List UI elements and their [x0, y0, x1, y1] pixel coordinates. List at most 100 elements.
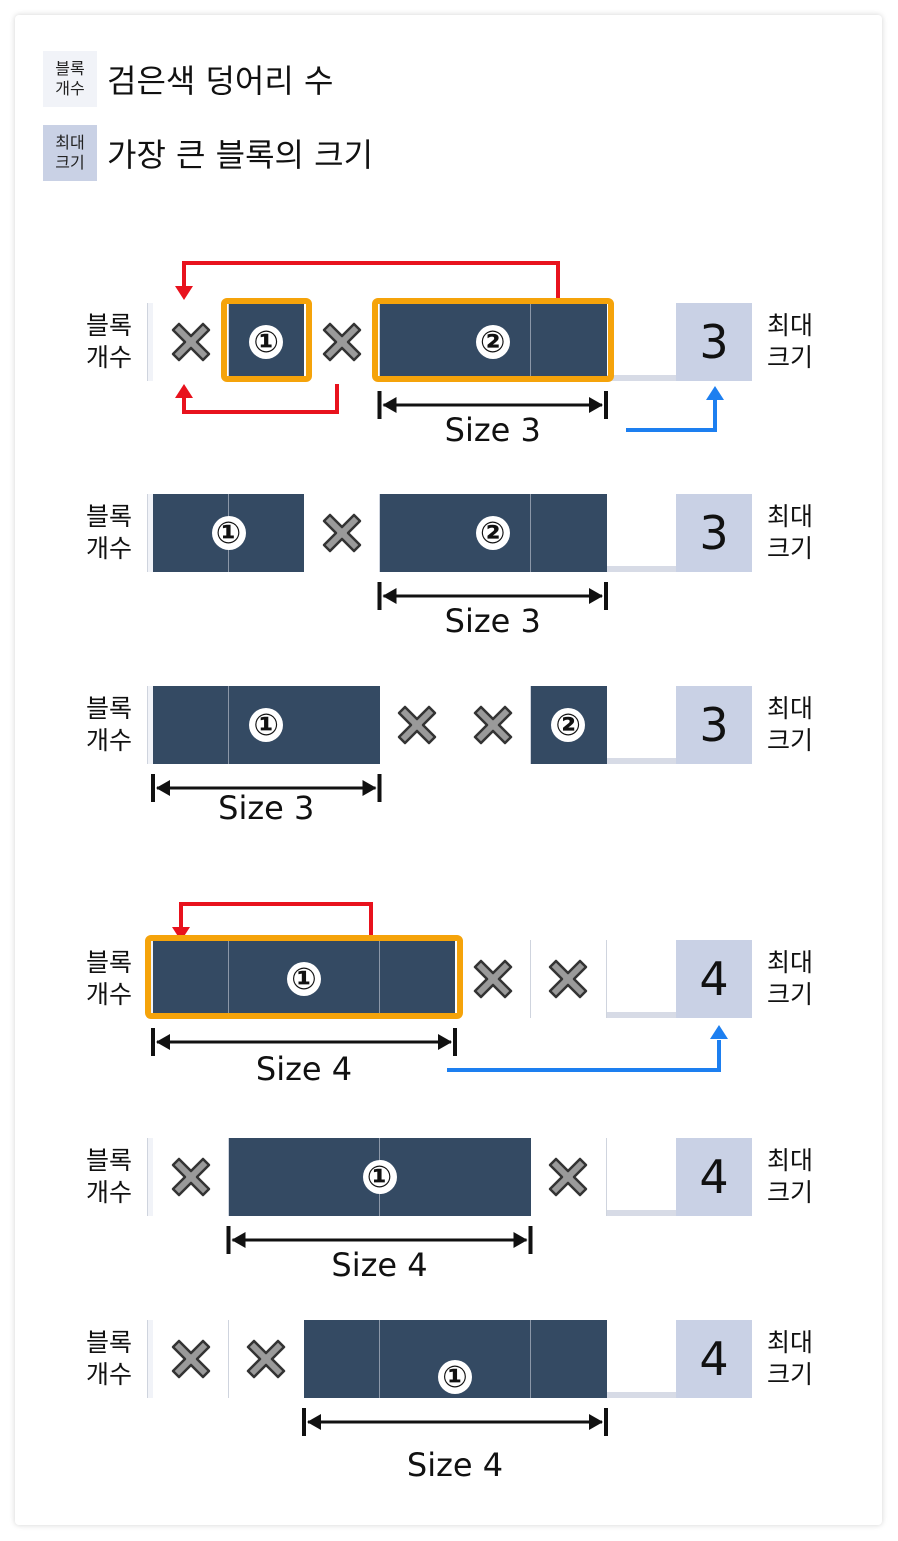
empty-cell [379, 686, 456, 764]
filled-cell [530, 494, 607, 572]
block-count-description: 검은색 덩어리 수 [107, 62, 334, 100]
empty-cell [304, 303, 380, 381]
block-number-text: ① [362, 1160, 397, 1195]
x-mark-icon [317, 317, 367, 367]
max-size-value: 4 [676, 1320, 752, 1398]
filled-cell [379, 940, 456, 1018]
group-label-holder: ① [284, 959, 324, 999]
highlight-frame [145, 935, 463, 1019]
size-label: Size 3 [218, 789, 315, 827]
label-line: 크기 [766, 1178, 813, 1207]
label-line: 블록 [85, 694, 132, 723]
block-number-badge: ① [435, 1357, 475, 1397]
x-mark-icon [241, 1334, 291, 1384]
block-number-badge: ① [284, 959, 324, 999]
label-line: 크기 [766, 726, 813, 755]
filled-cell [304, 1320, 380, 1398]
block-number-text: ① [287, 962, 321, 997]
block-number-text: ② [475, 516, 510, 551]
size-label: Size 3 [444, 411, 541, 449]
label-line: 크기 [766, 534, 813, 563]
block-row: 블록개수2①②3최대크기 [71, 686, 828, 764]
label-line: 최대 [766, 1328, 813, 1357]
empty-cell [530, 1138, 607, 1216]
badge-line: 크기 [55, 153, 85, 172]
block-number-text: ② [475, 325, 510, 360]
empty-cell [153, 303, 229, 381]
x-mark-icon [166, 1152, 216, 1202]
max-size-value: 4 [676, 1138, 752, 1216]
block-count-badge: 블록 개수 [43, 51, 97, 107]
highlight-frame [371, 298, 614, 382]
filled-cell [530, 303, 607, 381]
filled-cell [455, 1138, 531, 1216]
label-line: 블록 [85, 311, 132, 340]
group-label-holder: ① [246, 322, 286, 362]
empty-cell [228, 1320, 305, 1398]
label-line: 최대 [766, 311, 813, 340]
label-line: 크기 [766, 980, 813, 1009]
block-number-badge: ① [360, 1157, 400, 1197]
block-number-text: ① [249, 325, 284, 360]
group-label-holder: ① [246, 705, 286, 745]
x-mark-icon [166, 1334, 216, 1384]
block-number-text: ① [249, 708, 284, 743]
x-mark-icon [166, 317, 216, 367]
label-line: 개수 [85, 534, 132, 563]
block-number-badge: ② [473, 322, 513, 362]
group-label-holder: ① [435, 1357, 475, 1397]
empty-cell [530, 940, 607, 1018]
max-size-value: 4 [676, 940, 752, 1018]
x-mark-icon [392, 700, 442, 750]
block-number-badge: ① [246, 322, 286, 362]
block-row: 블록개수1①4최대크기 [71, 1320, 828, 1398]
max-size-badge: 최대 크기 [43, 125, 97, 181]
label-line: 블록 [85, 948, 132, 977]
label-line: 개수 [85, 1178, 132, 1207]
label-line: 최대 [766, 948, 813, 977]
empty-cell [455, 940, 531, 1018]
diagram-card [15, 15, 882, 1525]
x-mark-icon [317, 508, 367, 558]
label-line: 블록 [85, 502, 132, 531]
block-number-badge: ① [209, 513, 249, 553]
badge-line: 개수 [55, 79, 85, 98]
label-line: 개수 [85, 980, 132, 1009]
empty-cell [153, 1138, 229, 1216]
size-label: Size 4 [255, 1050, 353, 1088]
x-mark-icon [543, 954, 593, 1004]
block-number-text: ① [211, 516, 246, 551]
group-label-holder: ② [473, 322, 513, 362]
group-label-holder: ① [360, 1157, 400, 1197]
label-line: 개수 [85, 1360, 132, 1389]
x-mark-icon [543, 1152, 593, 1202]
filled-cell [379, 494, 456, 572]
empty-cell [304, 494, 380, 572]
block-number-text: ① [438, 1360, 472, 1395]
filled-cell [153, 686, 229, 764]
label-line: 최대 [766, 1146, 813, 1175]
block-row: 블록개수1①4최대크기 [71, 1138, 828, 1216]
max-size-value: 3 [676, 686, 752, 764]
group-label-holder: ② [473, 513, 513, 553]
max-size-value: 3 [676, 494, 752, 572]
filled-cell [153, 940, 229, 1018]
x-mark-icon [468, 700, 518, 750]
filled-cell [379, 303, 456, 381]
label-line: 개수 [85, 726, 132, 755]
group-label-holder: ① [209, 513, 249, 553]
block-number-text: ② [551, 708, 586, 743]
block-row: 블록개수2①②3최대크기 [71, 303, 828, 381]
size-label: Size 4 [331, 1246, 428, 1284]
